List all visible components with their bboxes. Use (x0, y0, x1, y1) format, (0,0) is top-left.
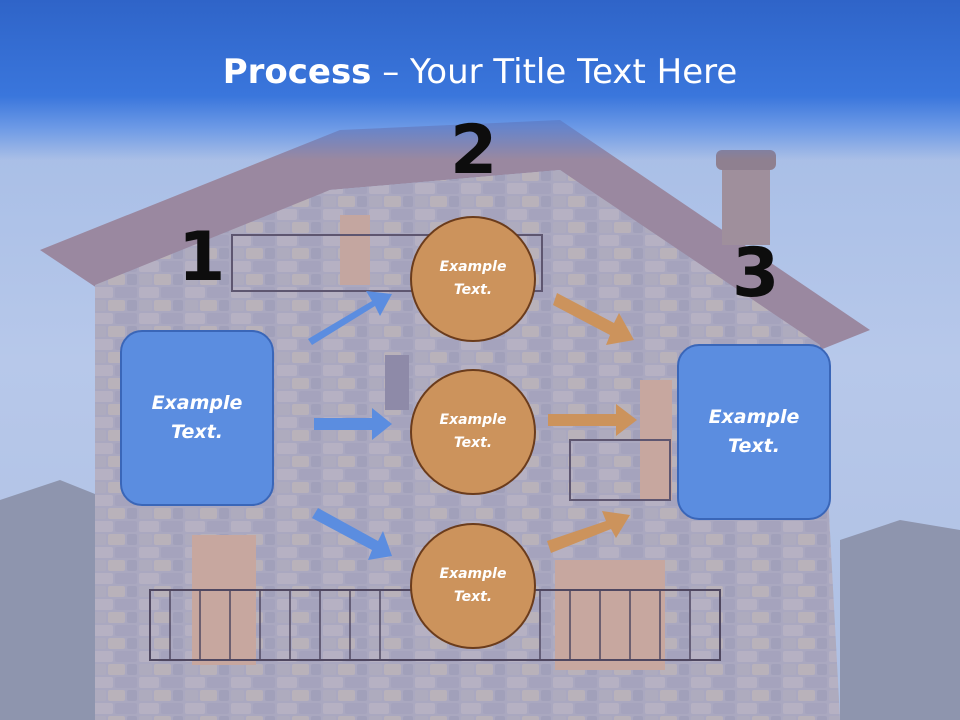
step-number-3: 3 (732, 234, 780, 313)
circle-middle: Example Text. (410, 369, 536, 495)
circle-bottom: Example Text. (410, 523, 536, 649)
end-box: Example Text. (677, 344, 831, 520)
circle-middle-text: Example Text. (439, 412, 507, 451)
title-rest: – Your Title Text Here (371, 52, 738, 92)
title-band (0, 0, 960, 160)
slide-title: Process – Your Title Text Here (0, 52, 960, 92)
arrow-left-down (312, 508, 392, 560)
circle-top: Example Text. (410, 216, 536, 342)
arrow-right-middle (548, 404, 637, 436)
arrow-left-middle (314, 408, 392, 440)
circle-bottom-text: Example Text. (439, 566, 507, 605)
start-box: Example Text. (120, 330, 274, 506)
circle-top-text: Example Text. (439, 259, 507, 298)
end-box-text: Example Text. (708, 406, 800, 457)
arrow-left-up (308, 291, 392, 345)
title-bold: Process (222, 52, 372, 92)
start-box-text: Example Text. (151, 392, 243, 443)
step-number-1: 1 (178, 218, 226, 297)
step-number-2: 2 (450, 111, 498, 190)
arrow-right-up (553, 293, 634, 345)
arrow-right-down (547, 511, 630, 553)
